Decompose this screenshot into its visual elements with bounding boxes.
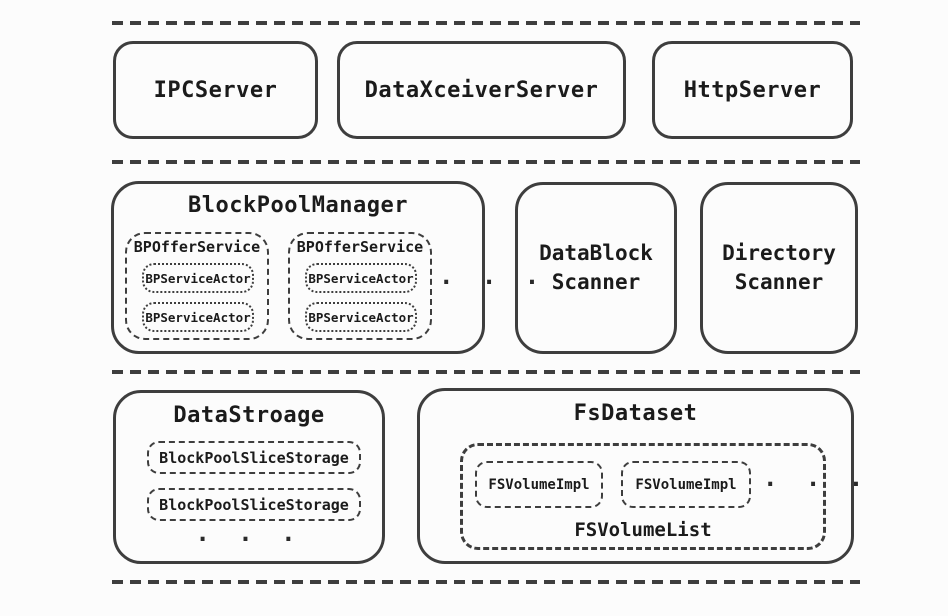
- fsdataset-title: FsDataset: [573, 401, 698, 426]
- datablock-scanner-label: DataBlock Scanner: [539, 240, 653, 294]
- bpserviceactor-label: BPServiceActor: [308, 309, 414, 325]
- directory-scanner-box: Directory Scanner: [700, 182, 858, 354]
- fsvolumelist-ellipsis: · · ·: [763, 470, 871, 498]
- fsvolumeimpl-label: FSVolumeImpl: [488, 476, 590, 493]
- bpserviceactor-box: BPServiceActor: [305, 302, 417, 332]
- bpserviceactor-label: BPServiceActor: [308, 270, 414, 286]
- dashed-separator-third: [112, 370, 860, 374]
- fsvolumeimpl-box: FSVolumeImpl: [621, 461, 751, 508]
- ipcserver-label: IPCServer: [153, 77, 278, 103]
- blockpoolslicestorage-label: BlockPoolSliceStorage: [159, 448, 349, 467]
- bpserviceactor-box: BPServiceActor: [142, 263, 254, 293]
- ipcserver-box: IPCServer: [113, 41, 318, 139]
- dataxceiverserver-label: DataXceiverServer: [364, 77, 599, 103]
- directory-scanner-label: Directory Scanner: [722, 240, 836, 294]
- blockpoolmanager-title: BlockPoolManager: [188, 193, 408, 218]
- bpofferservice-title: BPOfferService: [296, 238, 424, 256]
- bpofferservice-box: BPOfferService BPServiceActor BPServiceA…: [125, 232, 269, 340]
- fsdataset-box: FsDataset FSVolumeImpl FSVolumeImpl · · …: [417, 388, 863, 564]
- fsvolumeimpl-label: FSVolumeImpl: [635, 476, 737, 493]
- bpofferservice-title: BPOfferService: [133, 238, 261, 256]
- datastroage-box: DataStroage BlockPoolSliceStorage BlockP…: [113, 390, 385, 564]
- blockpoolslicestorage-box: BlockPoolSliceStorage: [147, 441, 361, 474]
- dashed-separator-top: [112, 21, 860, 25]
- datablock-scanner-box: DataBlock Scanner: [515, 182, 677, 354]
- dashed-separator-bottom: [112, 580, 860, 584]
- bpserviceactor-label: BPServiceActor: [145, 270, 251, 286]
- bpserviceactor-label: BPServiceActor: [145, 309, 251, 325]
- datastroage-title: DataStroage: [173, 403, 325, 428]
- bpofferservice-box: BPOfferService BPServiceActor BPServiceA…: [288, 232, 432, 340]
- blockpoolslicestorage-box: BlockPoolSliceStorage: [147, 488, 361, 521]
- httpserver-box: HttpServer: [652, 41, 853, 139]
- bpserviceactor-box: BPServiceActor: [142, 302, 254, 332]
- fsvolumeimpl-box: FSVolumeImpl: [475, 461, 603, 508]
- httpserver-label: HttpServer: [683, 77, 822, 103]
- dataxceiverserver-box: DataXceiverServer: [337, 41, 626, 139]
- bpserviceactor-box: BPServiceActor: [305, 263, 417, 293]
- fsvolumelist-box: FSVolumeImpl FSVolumeImpl · · · FSVolume…: [460, 443, 863, 550]
- blockpoolslicestorage-label: BlockPoolSliceStorage: [159, 495, 349, 514]
- blockpoolmanager-box: BlockPoolManager BPOfferService BPServic…: [111, 181, 539, 354]
- dashed-separator-second: [112, 160, 860, 164]
- datastroage-ellipsis: · · ·: [195, 525, 303, 553]
- fsvolumelist-label: FSVolumeList: [574, 519, 712, 541]
- blockpoolmanager-ellipsis: · · ·: [439, 268, 547, 296]
